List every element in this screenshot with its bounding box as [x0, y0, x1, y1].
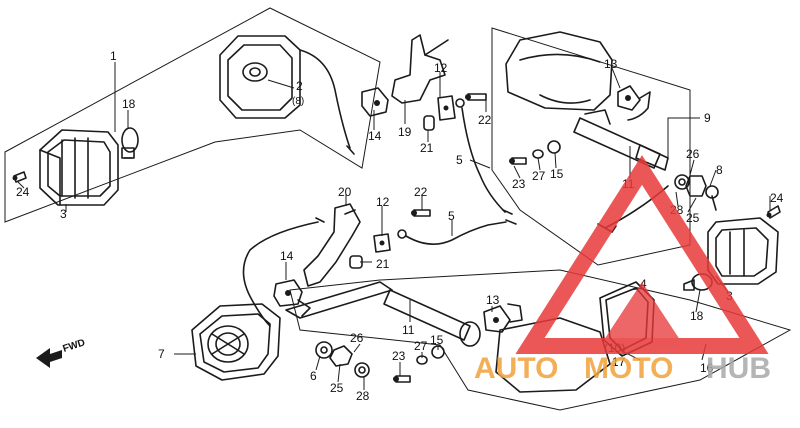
label-2-sub: (8) — [292, 96, 304, 107]
plate-lower — [373, 233, 391, 253]
label-24-right: 24 — [770, 191, 784, 205]
label-11-lower: 11 — [402, 323, 415, 337]
label-15-upper: 15 — [550, 167, 564, 181]
winker-stay-lower — [285, 281, 481, 347]
socket-bracket-lower — [483, 303, 523, 333]
label-25-upper: 25 — [686, 211, 700, 225]
label-9: 9 — [704, 111, 711, 125]
label-14-upper: 14 — [368, 129, 382, 143]
bracket-upper — [391, 34, 449, 104]
watermark: AUTO MOTO HUB — [474, 155, 771, 385]
label-26-lower: 26 — [350, 331, 364, 345]
label-2: 2 — [296, 79, 303, 93]
winker-lens-upper-left — [39, 129, 119, 206]
label-12-upper: 12 — [434, 61, 448, 75]
label-12-lower: 12 — [376, 195, 390, 209]
fwd-arrow-icon — [36, 348, 62, 368]
bolt-lower — [411, 209, 431, 217]
watermark-triangle-logo-icon — [515, 155, 769, 354]
watermark-text-hub: HUB — [706, 352, 771, 385]
bolt-upper — [465, 93, 487, 101]
label-7: 7 — [158, 347, 165, 361]
label-6: 6 — [310, 369, 317, 383]
label-23-lower: 23 — [392, 349, 406, 363]
rear-lower-group-outline — [289, 269, 792, 411]
rubber-and-nut-right — [674, 174, 719, 211]
fwd-indicator: FWD — [36, 337, 87, 368]
front-left-winker-group-outline — [4, 7, 381, 223]
rear-winker-group-outline — [491, 27, 691, 266]
label-27-lower: 27 — [414, 339, 428, 353]
clamp-upper — [361, 87, 389, 117]
label-19: 19 — [398, 125, 412, 139]
label-17: 17 — [612, 355, 626, 369]
wire-lower-left — [242, 217, 325, 327]
winker-housing-upper-left — [219, 35, 355, 155]
label-13-lower: 13 — [486, 293, 500, 307]
label-21-lower: 21 — [376, 257, 390, 271]
label-21-upper: 21 — [420, 141, 434, 155]
label-5-upper: 5 — [456, 153, 463, 167]
screw-upper-left — [12, 171, 27, 183]
label-5-lower: 5 — [448, 209, 455, 223]
part-labels: 1 2 (8) 18 24 3 14 19 12 21 22 5 13 9 23… — [16, 49, 784, 403]
clamp-lower — [273, 279, 303, 307]
watermark-text-auto: AUTO — [474, 352, 558, 385]
watermark-text-moto: MOTO — [584, 352, 673, 385]
label-22-lower: 22 — [414, 185, 428, 199]
label-3-upper: 3 — [60, 207, 67, 221]
label-13-upper: 13 — [604, 57, 618, 71]
ground-wire-lower — [397, 219, 517, 245]
label-20: 20 — [338, 185, 352, 199]
label-16: 16 — [700, 361, 714, 375]
plate-upper — [437, 95, 456, 121]
winker-lens-right — [707, 217, 779, 285]
socket-bracket-upper-right — [617, 85, 651, 121]
label-1: 1 — [110, 49, 117, 63]
bracket-lower — [303, 203, 361, 287]
label-28-lower: 28 — [356, 389, 370, 403]
winker-assembly-lower-left — [191, 303, 281, 381]
label-4: 4 — [640, 277, 647, 291]
label-22-upper: 22 — [478, 113, 492, 127]
lens-cover-lower-right — [495, 317, 611, 393]
hardware-upper-right — [509, 140, 561, 165]
label-8: 8 — [716, 163, 723, 177]
winker-stay-upper — [573, 109, 669, 171]
label-26-upper: 26 — [686, 147, 700, 161]
label-25-lower: 25 — [330, 381, 344, 395]
fwd-label: FWD — [62, 337, 87, 355]
ground-wire-upper — [455, 98, 513, 215]
screw-right — [766, 205, 781, 219]
label-24-upper: 24 — [16, 185, 30, 199]
label-18-upper: 18 — [122, 97, 136, 111]
collar-upper — [423, 115, 435, 131]
label-18-right: 18 — [690, 309, 704, 323]
label-15-lower: 15 — [430, 333, 444, 347]
label-23-upper: 23 — [512, 177, 526, 191]
winker-housing-upper-right — [505, 31, 613, 111]
label-27-upper: 27 — [532, 169, 546, 183]
label-14-lower: 14 — [280, 249, 294, 263]
bulb-upper-left — [121, 127, 139, 159]
